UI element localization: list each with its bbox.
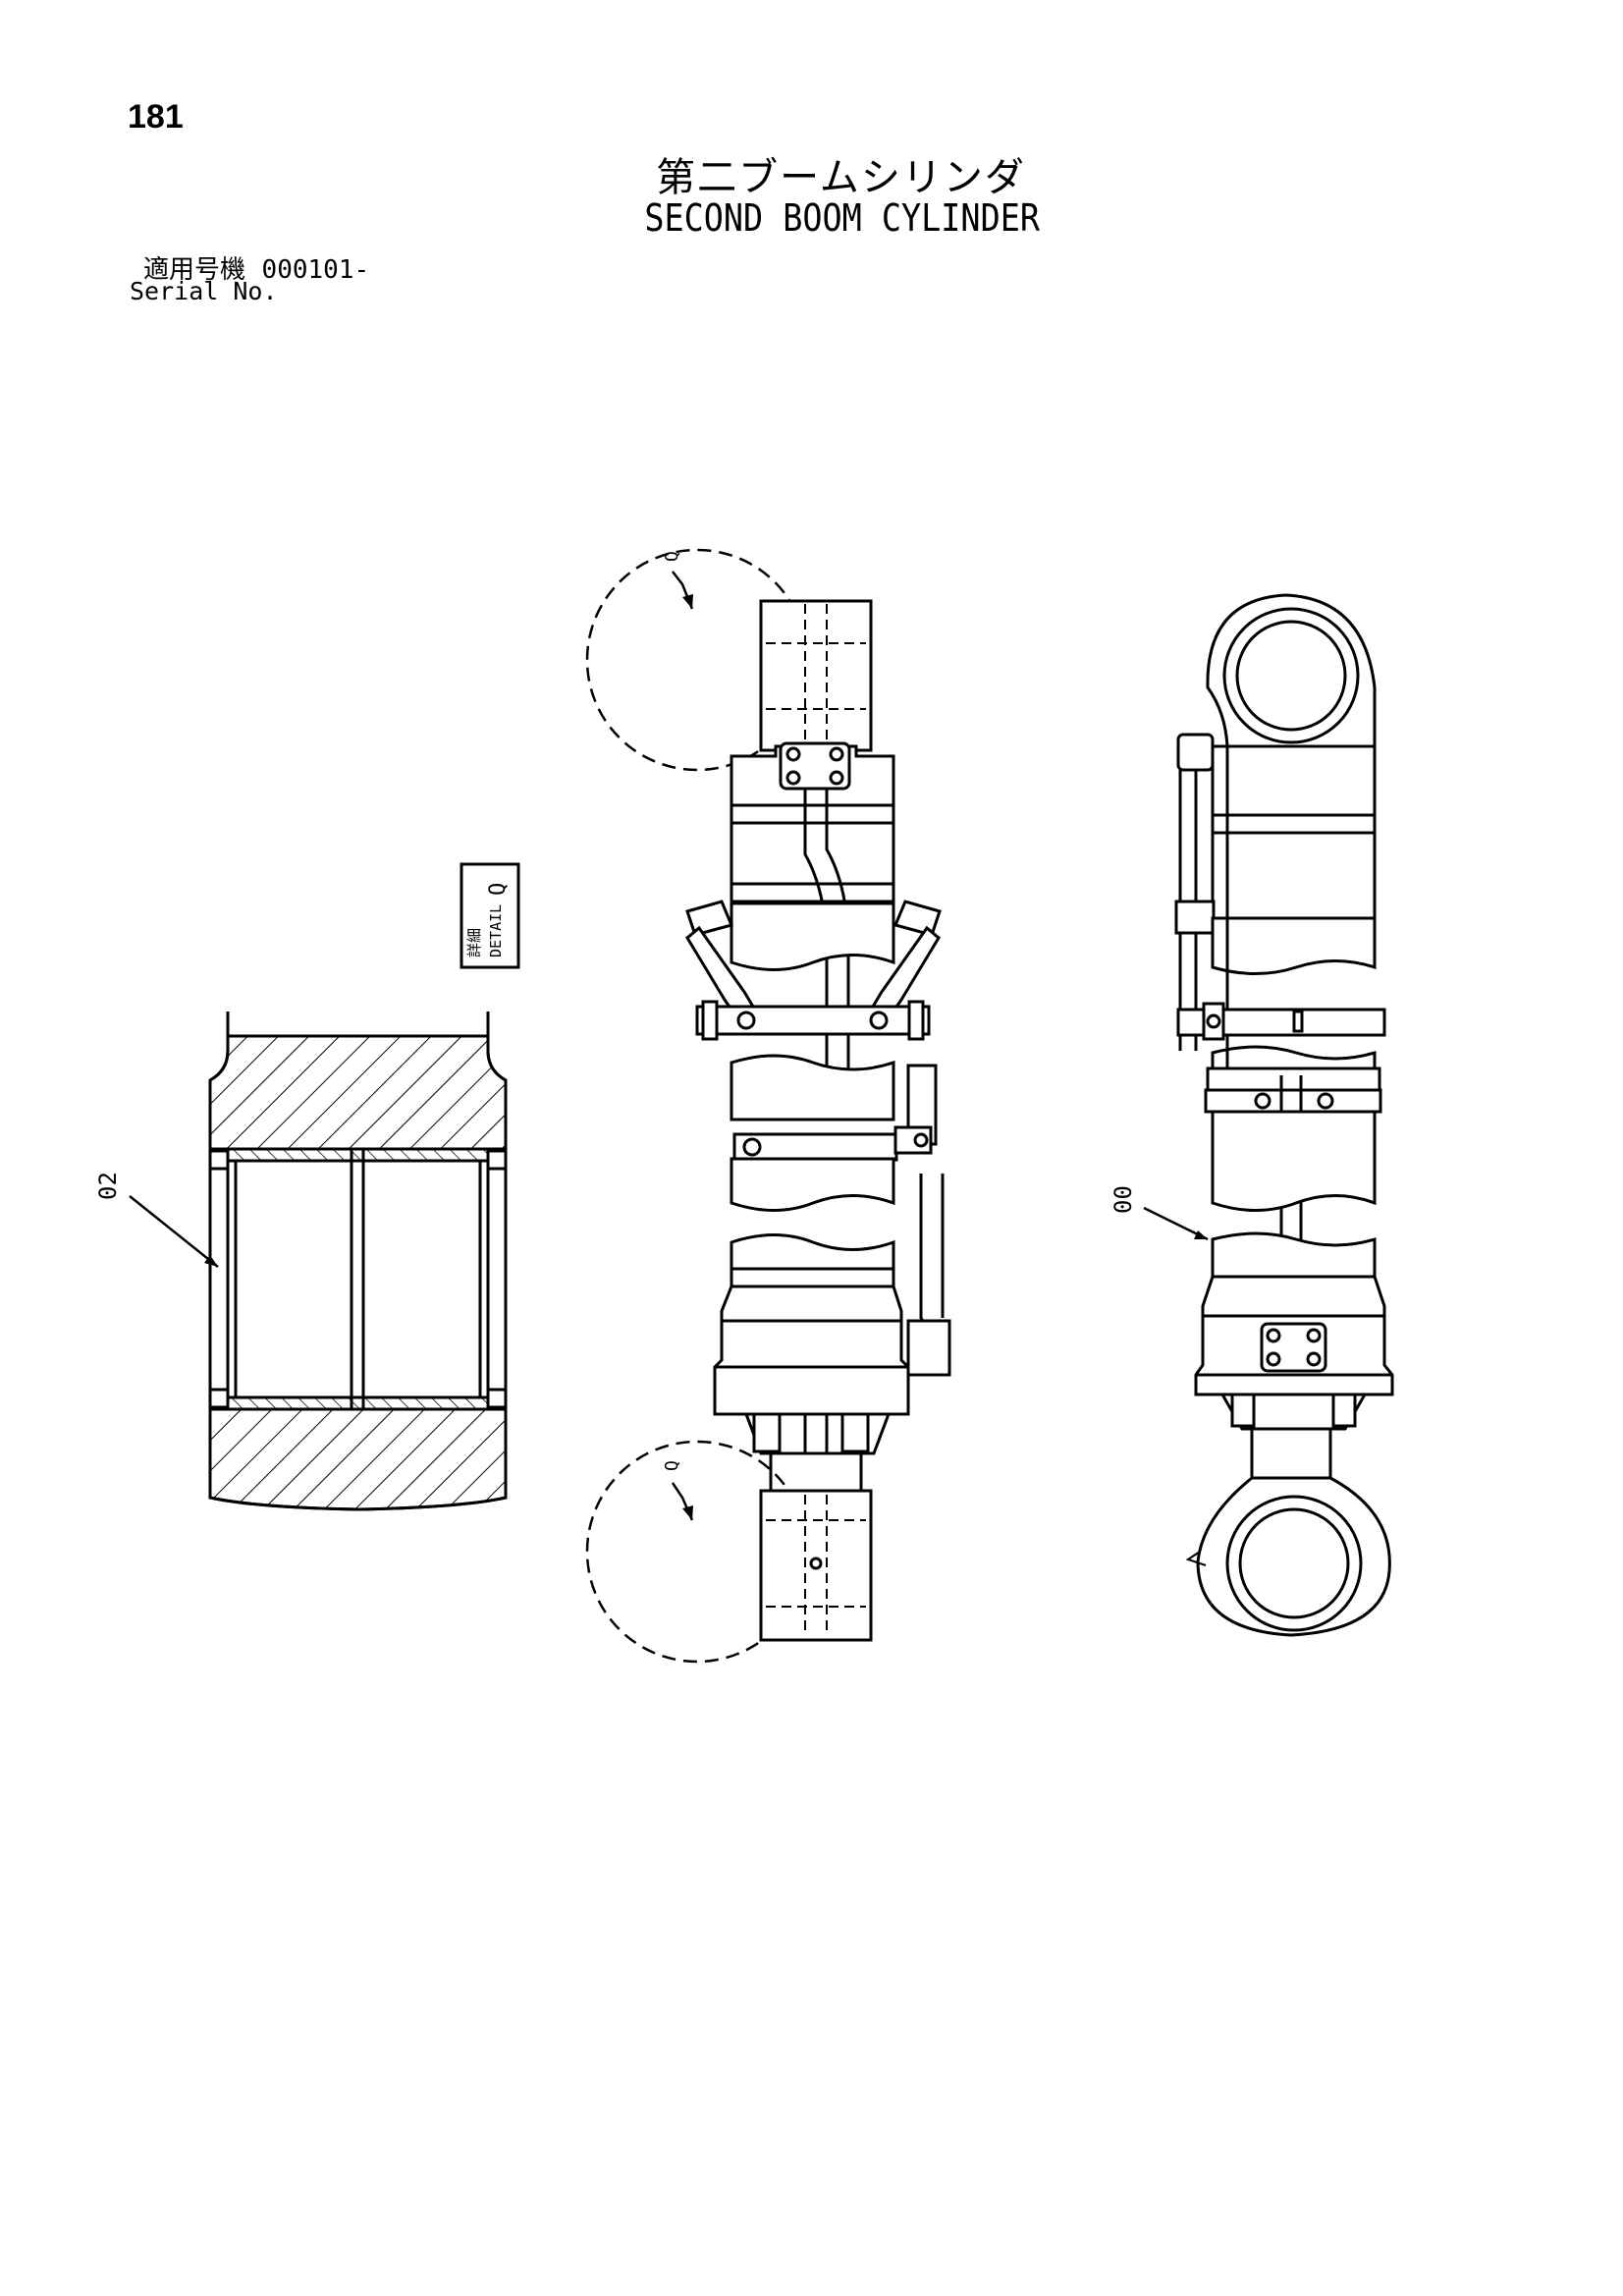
detail-section-view [208, 1011, 508, 1511]
callout-label-00: 00 [1109, 1185, 1137, 1214]
detail-tag-letter: Q [486, 883, 511, 896]
callout-bushing: 02 [94, 1172, 219, 1268]
detail-ref-letter-top: Q [662, 551, 682, 562]
page-title-japanese: 第二ブームシリンダ [656, 155, 1026, 200]
page-title-english: SECOND BOOM CYLINDER [644, 196, 1040, 240]
callout-cylinder: 00 [1109, 1185, 1209, 1241]
detail-reference-bottom: Q [662, 1460, 694, 1521]
cylinder-side-view [585, 548, 951, 1664]
detail-ref-letter-bottom: Q [662, 1460, 682, 1471]
detail-tag-japanese: 詳細 [465, 928, 483, 957]
serial-label-english: Serial No. [130, 277, 278, 305]
cylinder-front-view [1174, 593, 1394, 1637]
page-number: 181 [128, 98, 184, 136]
serial-number-value: 000101- [261, 255, 370, 285]
detail-reference-top: Q [662, 551, 694, 610]
serial-number-line: 適用号機 000101- [143, 249, 369, 286]
detail-tag-english: DETAIL [487, 904, 505, 957]
serial-label-japanese: 適用号機 [143, 255, 246, 285]
callout-label-02: 02 [94, 1172, 122, 1200]
detail-tag: 詳細 DETAIL Q [460, 862, 520, 969]
